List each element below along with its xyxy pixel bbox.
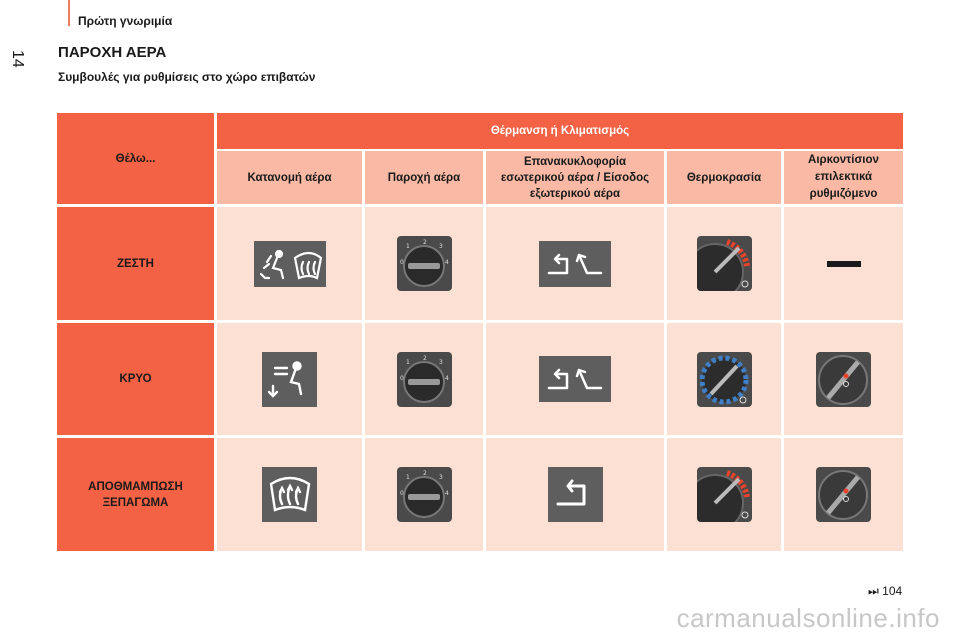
group-header-label: Θέρμανση ή Κλιματισμός	[490, 125, 630, 137]
svg-text:4: 4	[445, 259, 449, 266]
svg-text:2: 2	[423, 470, 427, 477]
recirculation-icon	[547, 467, 603, 522]
svg-text:2: 2	[423, 239, 427, 246]
fan-speed-dial-icon: 1 2 3 4 0	[396, 236, 452, 291]
row-hot-temperature	[667, 207, 781, 320]
svg-text:4: 4	[445, 490, 449, 497]
header-rule	[68, 0, 70, 26]
chapter-title: Πρώτη γνωριμία	[78, 14, 173, 28]
row-hot-distribution	[217, 207, 362, 320]
svg-text:0: 0	[400, 375, 404, 382]
row-label: ΖΕΣΤΗ	[117, 257, 154, 270]
ac-dial-icon	[816, 467, 871, 522]
column-header-label: Παροχή αέρα	[387, 171, 461, 184]
svg-text:4: 4	[445, 375, 449, 382]
svg-text:3: 3	[439, 243, 443, 250]
fan-speed-dial-icon: 1 2 3 4 0	[396, 467, 452, 522]
page-reference[interactable]: ⏭ 104	[868, 584, 902, 599]
row-label-line2: ΞΕΠΑΓΩΜΑ	[102, 496, 169, 509]
column-header-label: Αιρκοντίσιον επιλεκτικά ρυθμιζόμενο	[808, 154, 879, 200]
face-vent-icon	[262, 351, 317, 407]
air-settings-table: Θέλω... Θέρμανση ή Κλιματισμός Κατανομή …	[57, 113, 903, 551]
svg-text:0: 0	[400, 259, 404, 266]
fan-speed-dial-icon: 1 2 3 4 0	[396, 351, 452, 407]
row-defrost-temperature	[667, 438, 781, 551]
svg-text:0: 0	[400, 490, 404, 497]
feet-windshield-icon	[253, 240, 326, 287]
row-defrost-distribution	[217, 438, 362, 551]
recirculation-fresh-air-icon	[539, 240, 611, 287]
row-cold-flow: 1 2 3 4 0	[365, 323, 483, 435]
group-header: Θέρμανση ή Κλιματισμός	[217, 113, 903, 149]
row-hot-air-conditioning	[784, 207, 903, 320]
temperature-hot-dial-icon	[696, 467, 752, 522]
svg-text:1: 1	[406, 359, 410, 366]
column-header-temperature: Θερμοκρασία	[667, 151, 781, 204]
svg-text:2: 2	[423, 355, 427, 362]
windshield-defrost-icon	[262, 467, 317, 522]
row-hot-recirculation	[486, 207, 664, 320]
row-header-defrost: ΑΠΟΘΜΑΜΠΩΣΗ ΞΕΠΑΓΩΜΑ	[57, 438, 214, 551]
page-title: ΠΑΡΟΧΗ ΑΕΡΑ	[58, 44, 167, 61]
watermark: carmanualsonline.info	[676, 603, 940, 633]
column-header-air-conditioning: Αιρκοντίσιον επιλεκτικά ρυθμιζόμενο	[784, 151, 903, 204]
row-cold-recirculation	[486, 323, 664, 435]
row-header-hot: ΖΕΣΤΗ	[57, 207, 214, 320]
corner-label: Θέλω...	[115, 152, 156, 165]
column-header-distribution: Κατανομή αέρα	[217, 151, 362, 204]
page-number: 14	[9, 50, 26, 68]
row-defrost-air-conditioning	[784, 438, 903, 551]
column-header-recirculation: Επανακυκλοφορία εσωτερικού αέρα / Είσοδο…	[486, 151, 664, 204]
next-page-icon: ⏭	[868, 584, 879, 598]
svg-text:3: 3	[439, 359, 443, 366]
corner-cell: Θέλω...	[57, 113, 214, 204]
row-header-cold: ΚΡΥΟ	[57, 323, 214, 435]
column-header-label: Κατανομή αέρα	[247, 171, 332, 184]
svg-text:1: 1	[406, 474, 410, 481]
row-hot-flow: 1 2 3 4 0	[365, 207, 483, 320]
svg-text:1: 1	[406, 243, 410, 250]
recirculation-fresh-air-icon	[539, 356, 611, 402]
row-cold-distribution	[217, 323, 362, 435]
row-label: ΚΡΥΟ	[119, 373, 152, 385]
column-header-flow: Παροχή αέρα	[365, 151, 483, 204]
svg-text:3: 3	[439, 474, 443, 481]
column-header-label: Επανακυκλοφορία εσωτερικού αέρα / Είσοδο…	[500, 155, 650, 200]
column-header-label: Θερμοκρασία	[686, 171, 762, 184]
row-defrost-recirculation	[486, 438, 664, 551]
reference-page-number: 104	[882, 584, 903, 598]
ac-dial-icon	[816, 351, 871, 407]
row-cold-air-conditioning	[784, 323, 903, 435]
row-label-line1: ΑΠΟΘΜΑΜΠΩΣΗ	[88, 480, 183, 493]
temperature-hot-dial-icon	[696, 236, 752, 291]
row-defrost-flow: 1 2 3 4 0	[365, 438, 483, 551]
row-cold-temperature	[667, 323, 781, 435]
dash-symbol	[826, 260, 861, 267]
page-subtitle: Συμβουλές για ρυθμίσεις στο χώρο επιβατώ…	[58, 70, 316, 84]
temperature-cold-dial-icon	[696, 351, 752, 407]
